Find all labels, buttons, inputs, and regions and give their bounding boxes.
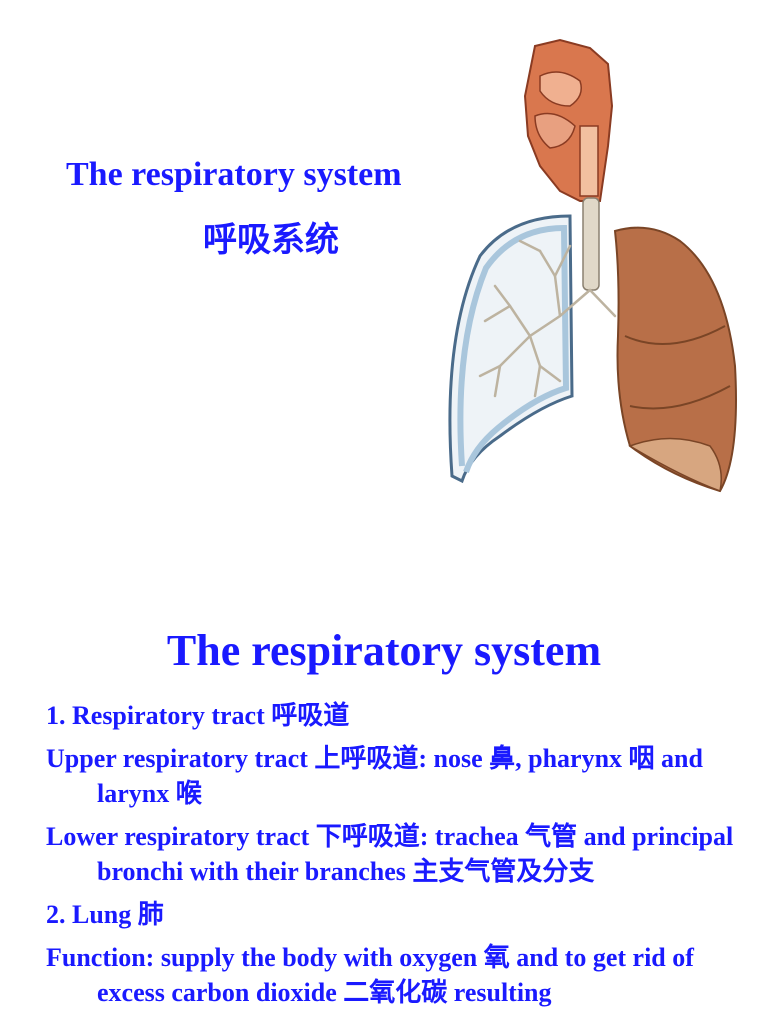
list-item: Lower respiratory tract 下呼吸道: trachea 气管… xyxy=(46,822,734,886)
list-item: 2. Lung 肺 xyxy=(46,900,164,929)
larynx xyxy=(579,125,599,197)
bronchial-tree xyxy=(478,239,617,398)
list-item: Upper respiratory tract 上呼吸道: nose 鼻, ph… xyxy=(46,744,703,808)
nasal-cavity xyxy=(539,71,582,107)
slide-subtitle: 呼吸系统 xyxy=(203,222,339,259)
slide-title: The respiratory system xyxy=(66,156,402,193)
bullet-list: 1. Respiratory tract 呼吸道 Upper respirato… xyxy=(46,698,736,1018)
pleura-outline xyxy=(448,214,574,484)
oral-cavity xyxy=(534,112,576,149)
respiratory-anatomy-illustration xyxy=(448,38,737,493)
list-item: 1. Respiratory tract 呼吸道 xyxy=(46,701,350,730)
list-item: Function: supply the body with oxygen 氧 … xyxy=(46,943,694,1007)
section-title: The respiratory system xyxy=(166,626,602,675)
trachea xyxy=(582,197,600,291)
